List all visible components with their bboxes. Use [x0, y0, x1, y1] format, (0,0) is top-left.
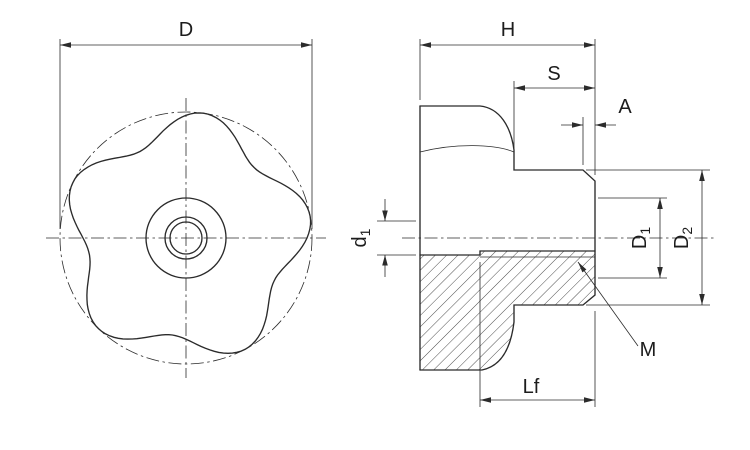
hub-circle: [145, 197, 227, 279]
counterbore-circle: [164, 216, 208, 260]
dimension-Lf: Lf: [479, 262, 596, 407]
dimension-D1: D1: [598, 197, 667, 279]
side-view-outline: [419, 105, 596, 371]
bore-edge: [419, 250, 596, 256]
dimension-d1: d1: [349, 199, 416, 277]
dimension-H-label: H: [501, 19, 515, 41]
dimension-D1-label: D1: [629, 227, 653, 249]
dimension-D-label: D: [179, 19, 193, 41]
star-knob-outline: [68, 112, 312, 354]
side-view: H S A d1: [349, 19, 716, 407]
dimension-S: S: [513, 63, 595, 163]
dimension-S-label: S: [547, 63, 560, 85]
dimension-A: A: [561, 96, 632, 165]
dimension-D2: D2: [586, 169, 710, 306]
front-view: D: [46, 19, 326, 378]
dimension-H: H: [419, 19, 596, 175]
bore-circle: [169, 221, 203, 255]
dimension-d1-label: d1: [349, 228, 373, 247]
pitch-circle: [59, 111, 313, 365]
front-centerlines: [46, 98, 326, 378]
dimension-D: D: [59, 19, 313, 229]
thread-M-label: M: [640, 339, 657, 361]
thread-callout-M: M: [577, 261, 657, 361]
dimension-A-label: A: [618, 96, 632, 118]
dimension-D2-label: D2: [671, 227, 695, 249]
lobe-valley-profile: [419, 145, 515, 153]
dimension-Lf-label: Lf: [523, 376, 540, 398]
section-hatch: [420, 251, 595, 370]
